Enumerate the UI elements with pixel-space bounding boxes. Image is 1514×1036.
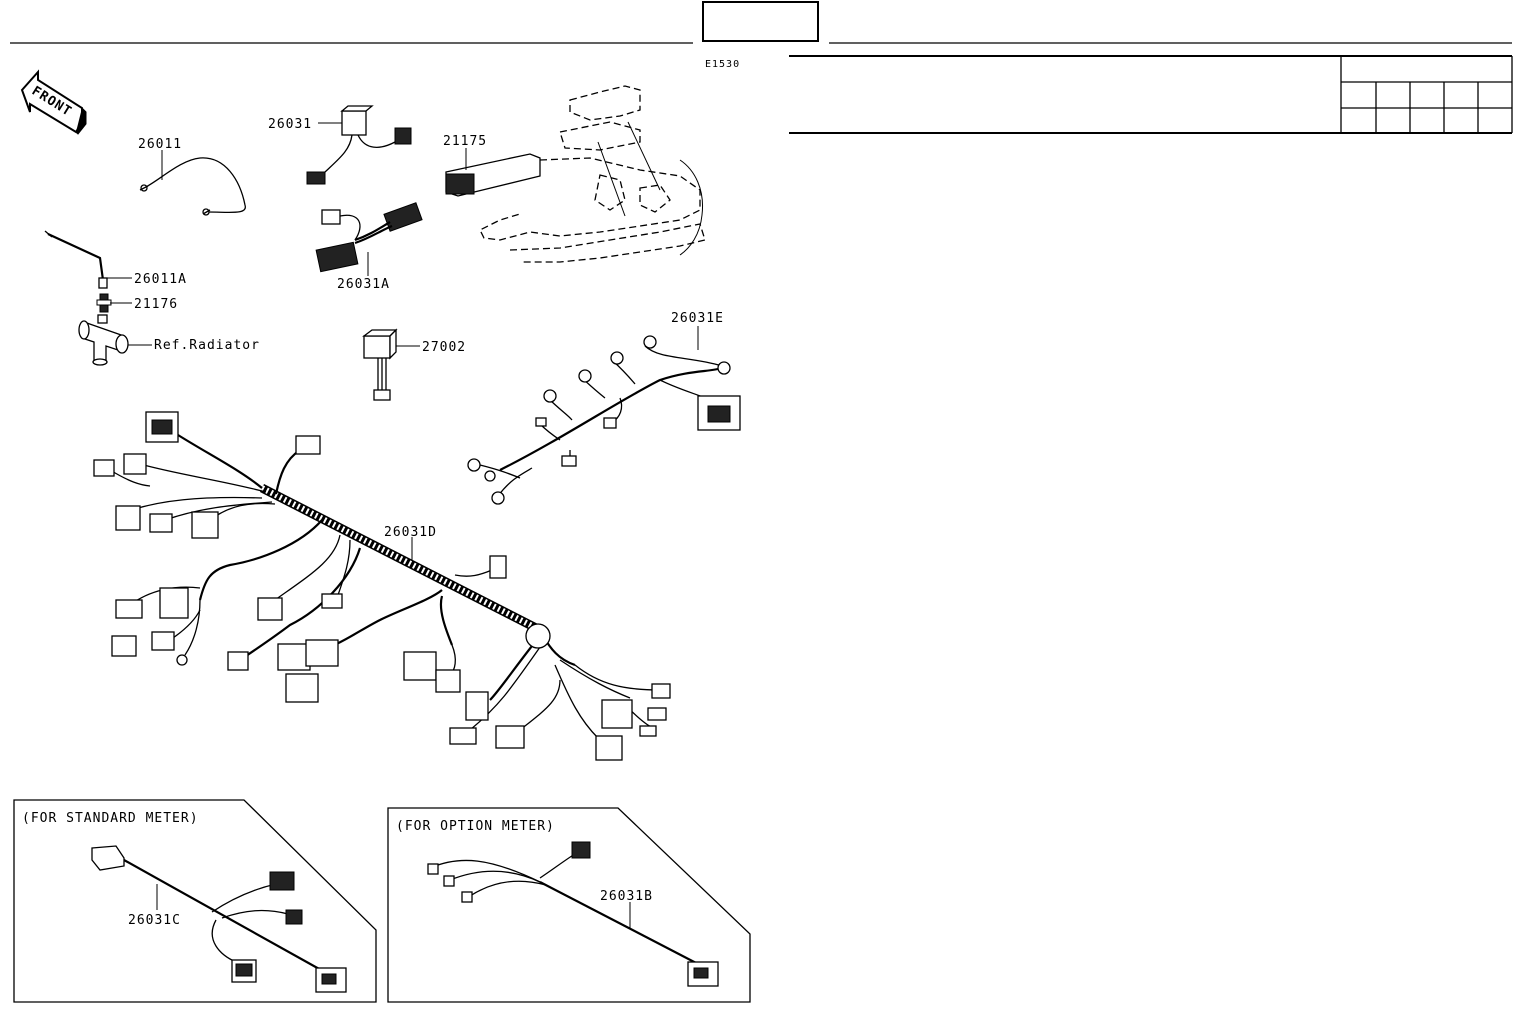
parts-table (789, 55, 1513, 134)
part-26011-wire (139, 157, 246, 216)
panel-option-title: (FOR OPTION METER) (396, 819, 555, 834)
diagram-code: E1530 (705, 59, 740, 70)
label-26031B: 26031B (600, 889, 653, 904)
part-27002-relay (362, 328, 398, 401)
page-number-box (702, 1, 819, 42)
part-21175-ecu (445, 153, 541, 197)
part-26031B-harness (427, 841, 719, 987)
label-21176: 21176 (134, 297, 178, 312)
label-26011A: 26011A (134, 272, 187, 287)
part-26031C-harness (91, 845, 347, 993)
front-arrow-icon: FRONT (20, 69, 87, 135)
label-21175: 21175 (443, 134, 487, 149)
panel-option-meter: (FOR OPTION METER) 26031B (387, 807, 751, 1003)
part-26031A-harness (315, 202, 423, 273)
panel-standard-meter: (FOR STANDARD METER) 26031C (13, 799, 377, 1003)
label-26031D: 26031D (384, 525, 437, 540)
part-21176-switch (96, 293, 112, 313)
label-26031E: 26031E (671, 311, 724, 326)
part-26031-harness (306, 105, 412, 185)
label-26031A: 26031A (337, 277, 390, 292)
radiator-fitting (78, 314, 129, 366)
label-ref-radiator: Ref.Radiator (154, 338, 260, 353)
panel-standard-title: (FOR STANDARD METER) (22, 811, 199, 826)
label-26031C: 26031C (128, 913, 181, 928)
label-27002: 27002 (422, 340, 466, 355)
label-26011: 26011 (138, 137, 182, 152)
part-26031E-harness (467, 335, 741, 505)
frame-outline (479, 85, 706, 263)
label-26031: 26031 (268, 117, 312, 132)
part-26031D-main-harness (93, 411, 671, 761)
part-26011A-sensor (44, 230, 108, 289)
